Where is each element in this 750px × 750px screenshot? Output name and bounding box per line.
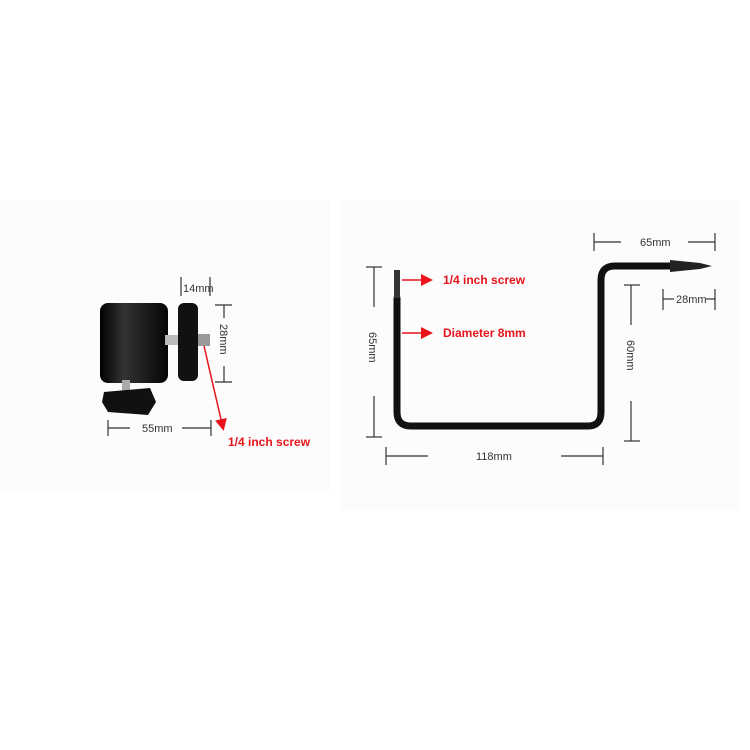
label-118mm: 118mm: [476, 451, 512, 463]
label-ball-head-screw: 1/4 inch screw: [228, 435, 311, 449]
ball-head-dimensions: 14mm 28mm 55mm 1/4 inch screw: [107, 277, 311, 449]
hook-image: [393, 260, 712, 430]
label-28mm-screw: 28mm: [676, 294, 707, 306]
right-panel: [340, 200, 740, 510]
label-28mm: 28mm: [217, 324, 229, 355]
label-65mm-arm: 65mm: [640, 237, 671, 249]
hook-dimensions: 65mm 118mm 60mm 65mm 28mm 1/4 inch screw…: [366, 233, 716, 465]
label-14mm: 14mm: [183, 283, 214, 295]
label-diameter: Diameter 8mm: [443, 326, 526, 340]
label-hook-screw: 1/4 inch screw: [443, 273, 526, 287]
ball-head-mount-image: [100, 303, 210, 415]
label-65mm-height: 65mm: [366, 332, 378, 363]
label-55mm: 55mm: [142, 423, 173, 435]
label-60mm: 60mm: [624, 340, 636, 371]
